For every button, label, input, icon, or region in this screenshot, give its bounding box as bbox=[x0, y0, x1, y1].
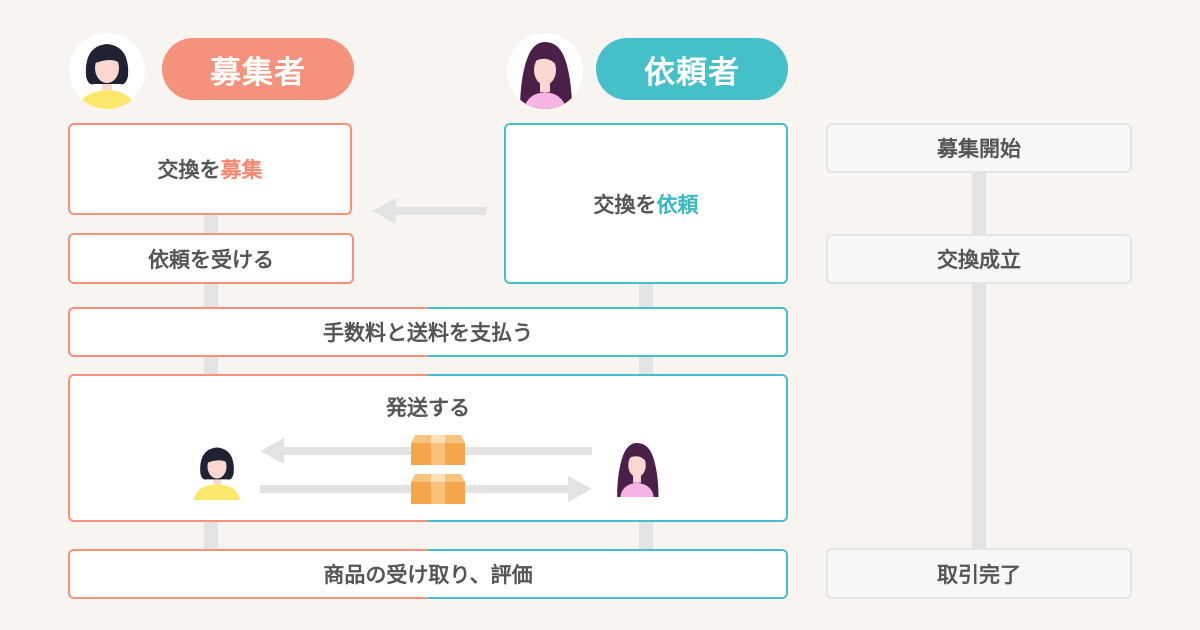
status-complete-box: 取引完了 bbox=[826, 548, 1132, 599]
package-box-icon bbox=[411, 474, 465, 504]
recruiter-avatar-icon bbox=[69, 33, 145, 109]
receive-request-label: 依頼を受ける bbox=[148, 247, 274, 272]
receive-and-review-label: 商品の受け取り、評価 bbox=[323, 563, 533, 587]
requester-avatar-icon bbox=[507, 33, 583, 109]
package-box-icon bbox=[411, 435, 465, 465]
recruit-exchange-box: 交換を募集 bbox=[68, 123, 352, 215]
request-exchange-highlight: 依頼 bbox=[656, 192, 699, 217]
requester-role-pill: 依頼者 bbox=[596, 38, 788, 100]
status-established-label: 交換成立 bbox=[937, 248, 1021, 272]
recruit-exchange-highlight: 募集 bbox=[220, 158, 263, 182]
status-start-box: 募集開始 bbox=[826, 123, 1132, 173]
pay-fees-label: 手数料と送料を支払う bbox=[323, 321, 533, 345]
arrow-left-icon bbox=[372, 198, 486, 224]
status-start-label: 募集開始 bbox=[937, 137, 1021, 161]
pay-fees-box: 手数料と送料を支払う bbox=[68, 307, 788, 357]
recruit-exchange-prefix: 交換を bbox=[157, 158, 221, 182]
requester-small-avatar-icon bbox=[617, 442, 659, 497]
status-complete-label: 取引完了 bbox=[937, 562, 1021, 587]
request-exchange-prefix: 交換を bbox=[593, 192, 657, 217]
status-established-box: 交換成立 bbox=[826, 234, 1132, 284]
recruiter-small-avatar-icon bbox=[193, 447, 241, 500]
ship-label: 発送する bbox=[386, 396, 470, 420]
receive-request-box: 依頼を受ける bbox=[68, 233, 354, 284]
request-exchange-box: 交換を依頼 bbox=[504, 123, 788, 284]
receive-and-review-box: 商品の受け取り、評価 bbox=[68, 549, 788, 599]
status-timeline-bar bbox=[972, 170, 986, 555]
recruiter-role-pill: 募集者 bbox=[162, 38, 354, 100]
